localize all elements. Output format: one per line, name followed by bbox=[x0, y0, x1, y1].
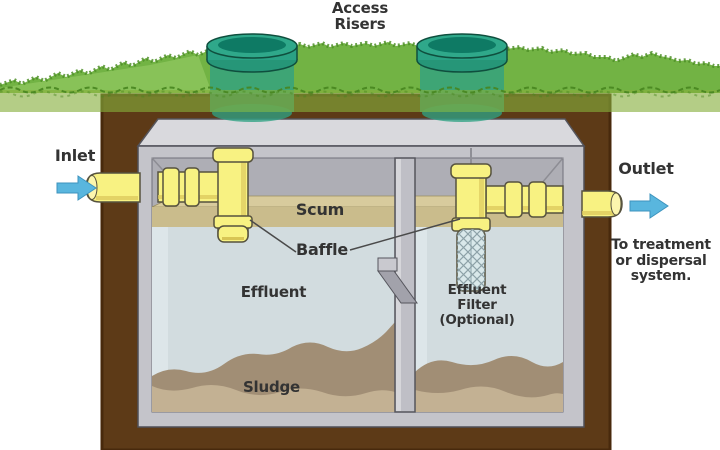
tank-lid bbox=[136, 118, 586, 147]
label-to-treatment: To treatment or dispersal system. bbox=[611, 237, 711, 285]
access-riser-left-cap bbox=[206, 33, 298, 73]
outlet-pipe-assembly bbox=[450, 148, 623, 232]
label-outlet: Outlet bbox=[618, 159, 674, 178]
label-inlet: Inlet bbox=[54, 146, 96, 165]
tee-top-cap bbox=[212, 147, 254, 163]
grass-front-face bbox=[0, 86, 720, 112]
grass-layer bbox=[0, 39, 720, 93]
baffle-leader-line-left bbox=[249, 219, 297, 253]
label-effluent: Effluent bbox=[240, 283, 307, 301]
first-chamber bbox=[151, 195, 396, 412]
pipe-shade bbox=[582, 211, 616, 215]
baffle-ledge bbox=[377, 257, 398, 272]
scum-layer bbox=[152, 207, 395, 227]
label-sludge: Sludge bbox=[242, 378, 301, 396]
tee-top-cap bbox=[450, 163, 492, 179]
filter-mesh-pattern bbox=[457, 229, 485, 291]
label-scum: Scum bbox=[295, 200, 345, 219]
inlet-pipe-assembly bbox=[85, 147, 254, 243]
baffle-leader-lines bbox=[249, 218, 461, 253]
inlet-flow-arrow-icon bbox=[56, 175, 97, 201]
pipe-shade bbox=[479, 172, 484, 224]
pipe-shade bbox=[241, 156, 246, 234]
pipe-coupling bbox=[184, 167, 200, 207]
sludge-layer bbox=[415, 386, 563, 412]
riser-lid-inner bbox=[428, 37, 496, 53]
pipe-shade bbox=[96, 196, 138, 200]
pipe-end-face bbox=[610, 192, 622, 216]
water-highlight bbox=[152, 227, 168, 412]
sludge-layer bbox=[152, 384, 395, 412]
pipe-coupling bbox=[162, 167, 180, 207]
baffle-leader-line-right bbox=[349, 218, 461, 251]
label-baffle: Baffle bbox=[295, 240, 349, 259]
pipe-shade bbox=[486, 206, 563, 210]
grass-line-scribble-2 bbox=[0, 90, 714, 98]
pipe-coupling bbox=[528, 181, 547, 218]
access-riser-right-cap bbox=[416, 33, 508, 73]
effluent-filter bbox=[456, 228, 486, 292]
baffle-chute bbox=[377, 270, 418, 304]
pipe-shade bbox=[222, 237, 244, 240]
label-effluent-filter: Effluent Filter (Optional) bbox=[439, 282, 515, 328]
grass-highlight bbox=[0, 55, 212, 93]
outlet-flow-arrow-icon bbox=[629, 193, 669, 219]
grass-line-scribble bbox=[0, 86, 720, 94]
pipe-coupling bbox=[504, 181, 523, 218]
label-access-risers: Access Risers bbox=[331, 0, 389, 33]
riser-lid-inner bbox=[218, 37, 286, 53]
grass-face bbox=[0, 90, 720, 112]
divider-wall bbox=[377, 157, 418, 413]
